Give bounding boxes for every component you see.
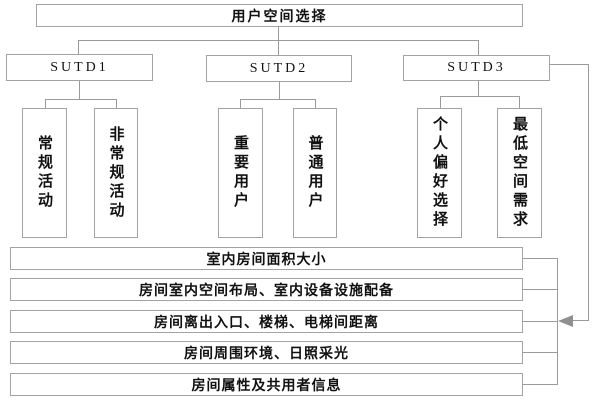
node-personal-preference: 个人偏好选择 bbox=[417, 108, 462, 238]
connector-sutd1-down bbox=[79, 81, 80, 100]
node-minimum-space-need-label: 最低空间需求 bbox=[511, 116, 528, 230]
connector-sutd2-child1 bbox=[240, 100, 241, 108]
connector-sutd1-child1 bbox=[45, 100, 46, 108]
connector-sutd2-bar bbox=[240, 99, 316, 100]
connector-stub-row2 bbox=[523, 289, 557, 290]
criteria-room-area: 室内房间面积大小 bbox=[10, 247, 523, 270]
connector-drop-sutd2 bbox=[278, 41, 279, 55]
criteria-distance-exits: 房间离出入口、楼梯、电梯间距离 bbox=[10, 310, 523, 333]
node-irregular-activities: 非常规活动 bbox=[94, 108, 138, 238]
connector-right-vertical bbox=[588, 64, 589, 321]
criteria-layout-facilities: 房间室内空间布局、室内设备设施配备 bbox=[10, 278, 523, 301]
connector-arrow-shaft bbox=[572, 320, 589, 321]
connector-drop-sutd1 bbox=[78, 41, 79, 54]
node-regular-activities-label: 常规活动 bbox=[36, 135, 53, 211]
node-important-users-label: 重要用户 bbox=[232, 135, 249, 211]
connector-sutd3-child2 bbox=[519, 97, 520, 108]
node-sutd1-label: SUTD1 bbox=[50, 59, 109, 75]
connector-stub-row5 bbox=[523, 384, 557, 385]
node-user-space-selection-label: 用户空间选择 bbox=[231, 7, 328, 24]
node-sutd1: SUTD1 bbox=[6, 54, 153, 81]
connector-root-down bbox=[278, 27, 279, 41]
connector-stub-row4 bbox=[523, 352, 557, 353]
node-sutd3: SUTD3 bbox=[403, 55, 550, 81]
connector-stub-row3 bbox=[523, 321, 557, 322]
criteria-attributes-cousers-label: 房间属性及共用者信息 bbox=[191, 376, 342, 393]
connector-sutd3-child1 bbox=[440, 97, 441, 108]
connector-sutd3-bar bbox=[440, 96, 520, 97]
criteria-distance-exits-label: 房间离出入口、楼梯、电梯间距离 bbox=[154, 313, 379, 330]
connector-sutd3-down bbox=[478, 81, 479, 97]
connector-criteria-bus bbox=[557, 258, 558, 385]
criteria-layout-facilities-label: 房间室内空间布局、室内设备设施配备 bbox=[139, 281, 394, 298]
connector-stub-row1 bbox=[523, 258, 557, 259]
node-sutd3-label: SUTD3 bbox=[447, 60, 506, 75]
connector-sutd2-child2 bbox=[315, 100, 316, 108]
node-regular-activities: 常规活动 bbox=[22, 108, 67, 238]
node-important-users: 重要用户 bbox=[218, 108, 263, 238]
node-sutd2: SUTD2 bbox=[206, 55, 352, 82]
node-personal-preference-label: 个人偏好选择 bbox=[431, 116, 448, 230]
connector-drop-sutd3 bbox=[478, 41, 479, 55]
criteria-environment-daylight: 房间周围环境、日照采光 bbox=[10, 341, 523, 364]
node-minimum-space-need: 最低空间需求 bbox=[497, 108, 542, 238]
connector-sutd3-right bbox=[550, 64, 588, 65]
criteria-attributes-cousers: 房间属性及共用者信息 bbox=[10, 373, 523, 396]
connector-sutd1-bar bbox=[45, 99, 117, 100]
node-irregular-activities-label: 非常规活动 bbox=[107, 125, 125, 221]
node-user-space-selection: 用户空间选择 bbox=[36, 4, 523, 27]
criteria-room-area-label: 室内房间面积大小 bbox=[206, 250, 327, 267]
node-sutd2-label: SUTD2 bbox=[249, 60, 309, 76]
connector-sutd2-down bbox=[279, 82, 280, 100]
feedback-arrow-left-icon bbox=[558, 315, 573, 327]
criteria-environment-daylight-label: 房间周围环境、日照采光 bbox=[184, 344, 349, 361]
node-ordinary-users: 普通用户 bbox=[293, 108, 337, 238]
connector-sutd1-child2 bbox=[116, 100, 117, 108]
node-ordinary-users-label: 普通用户 bbox=[306, 135, 324, 211]
connector-branch-bar bbox=[78, 40, 479, 41]
